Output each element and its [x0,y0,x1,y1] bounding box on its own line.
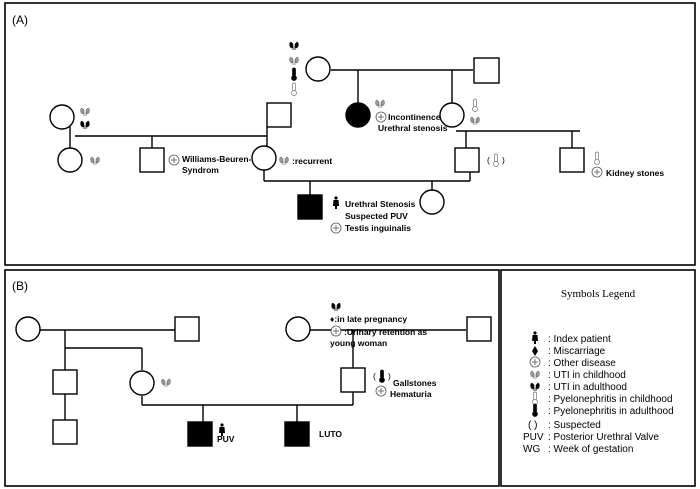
suspected-paren-open: ( [487,155,490,165]
pedigree-male-a-father [454,147,480,173]
legend-puv-symbol: PUV [523,432,544,443]
other-disease-icon [529,356,541,368]
legend-title: Symbols Legend [561,288,636,300]
panel-b-label: (B) [12,279,28,293]
pedigree-male-b-gp1 [174,316,200,342]
other-disease-icon [330,222,342,234]
other-disease-icon [330,325,342,337]
uti-childhood-icon [530,370,540,380]
panel-b-border [4,269,500,487]
pedigree-female-a-mother [251,145,277,171]
label-urethral-stenosis: Urethral stenosis [378,123,448,133]
legend-wg-symbol: WG [523,444,540,455]
uti-childhood-icon [375,99,385,109]
pedigree-affected-b-luto [284,421,310,447]
uti-adulthood-icon [80,120,90,130]
pyelonephritis-adulthood-icon [532,403,538,417]
index-patient-icon [532,331,538,344]
miscarriage-icon [532,346,538,356]
label-index-2: Suspected PUV [345,211,408,221]
label-late-pregnancy: ♦:in late pregnancy [330,314,407,324]
label-luto: LUTO [319,429,342,439]
pyelonephritis-childhood-icon [472,98,478,112]
pedigree-female-b-gp2 [285,316,311,342]
legend-item-other-disease: : Other disease [548,358,616,369]
pedigree-male-a-cousin [559,147,585,173]
uti-adulthood-icon [289,41,299,51]
legend-item-uti-adulthood: : UTI in adulthood [548,382,627,393]
label-hematuria: Hematuria [390,389,432,399]
legend-item-pyelo-adulthood: : Pyelonephritis in adulthood [548,406,674,417]
label-incontinence: Incontinence [388,112,441,122]
suspected-paren-close: ) [502,155,505,165]
uti-adulthood-icon [331,302,341,312]
uti-childhood-icon [161,378,171,388]
pedigree-female-a-sib1 [57,147,83,173]
uti-childhood-icon [80,107,90,117]
pedigree-male-a-sib2 [139,147,165,173]
uti-adulthood-icon [530,382,540,392]
label-index-3: Testis inguinalis [345,223,411,233]
pedigree-female-b-gp1 [15,316,41,342]
pedigree-male-a-left-gp [266,102,292,128]
other-disease-icon [375,385,387,397]
pedigree-female-affected-a [345,102,371,128]
label-urinary-1: :Urinary retention as [344,327,427,337]
legend-item-suspected: : Suspected [548,420,601,431]
label-recurrent: :recurrent [292,156,332,166]
label-williams-1: Williams-Beuren- [182,154,252,164]
label-kidney-stones: Kidney stones [606,168,664,178]
legend-item-index-patient: : Index patient [548,334,611,345]
legend-border [500,269,696,487]
suspected-paren-close: ) [388,371,391,381]
pedigree-male-b-uncle [52,369,78,395]
pedigree-male-b-father [340,367,366,393]
pedigree-female-b-mother [129,370,155,396]
uti-childhood-icon [470,116,480,126]
panel-a-lines [69,69,580,195]
other-disease-icon [591,166,603,178]
panel-a-border [4,2,696,266]
legend-item-pyelo-childhood: : Pyelonephritis in childhood [548,394,673,405]
pedigree-male-b-cousin [52,419,78,445]
suspected-paren-open: ( [373,371,376,381]
pedigree-index-patient-a [297,194,323,220]
legend-item-uti-childhood: : UTI in childhood [548,370,626,381]
legend-item-wg: : Week of gestation [548,444,633,455]
uti-childhood-icon [289,56,299,66]
pedigree-female-a-left-gp [49,104,75,130]
uti-childhood-icon [279,156,289,166]
legend-item-miscarriage: : Miscarriage [548,346,606,357]
other-disease-icon [375,111,387,123]
other-disease-icon [168,154,180,166]
pyelonephritis-adulthood-icon [379,369,385,383]
pyelonephritis-childhood-icon [493,153,499,167]
index-patient-icon [333,196,339,209]
pedigree-female-a-gp [305,56,331,82]
pyelonephritis-adulthood-icon [291,67,297,81]
legend-item-puv: : Posterior Urethral Valve [548,432,659,443]
pyelonephritis-childhood-icon [291,82,297,96]
pedigree-female-a-aunt [439,102,465,128]
pyelonephritis-childhood-icon [594,151,600,165]
pyelonephritis-childhood-icon [532,391,538,405]
label-urinary-2: young woman [330,338,387,348]
pedigree-index-patient-b [187,421,213,447]
label-index-1: Urethral Stenosis [345,199,416,209]
label-gallstones: Gallstones [393,378,437,388]
panel-b-lines [40,329,466,422]
pedigree-male-a-gp [473,57,500,84]
label-puv: PUV [217,434,235,444]
uti-childhood-icon [90,156,100,166]
pedigree-male-b-gp2 [466,316,492,342]
label-williams-2: Syndrom [182,165,219,175]
legend-suspected-symbol: ( ) [528,420,537,431]
panel-a-label: (A) [12,13,28,27]
pedigree-female-a-sister [419,189,445,215]
